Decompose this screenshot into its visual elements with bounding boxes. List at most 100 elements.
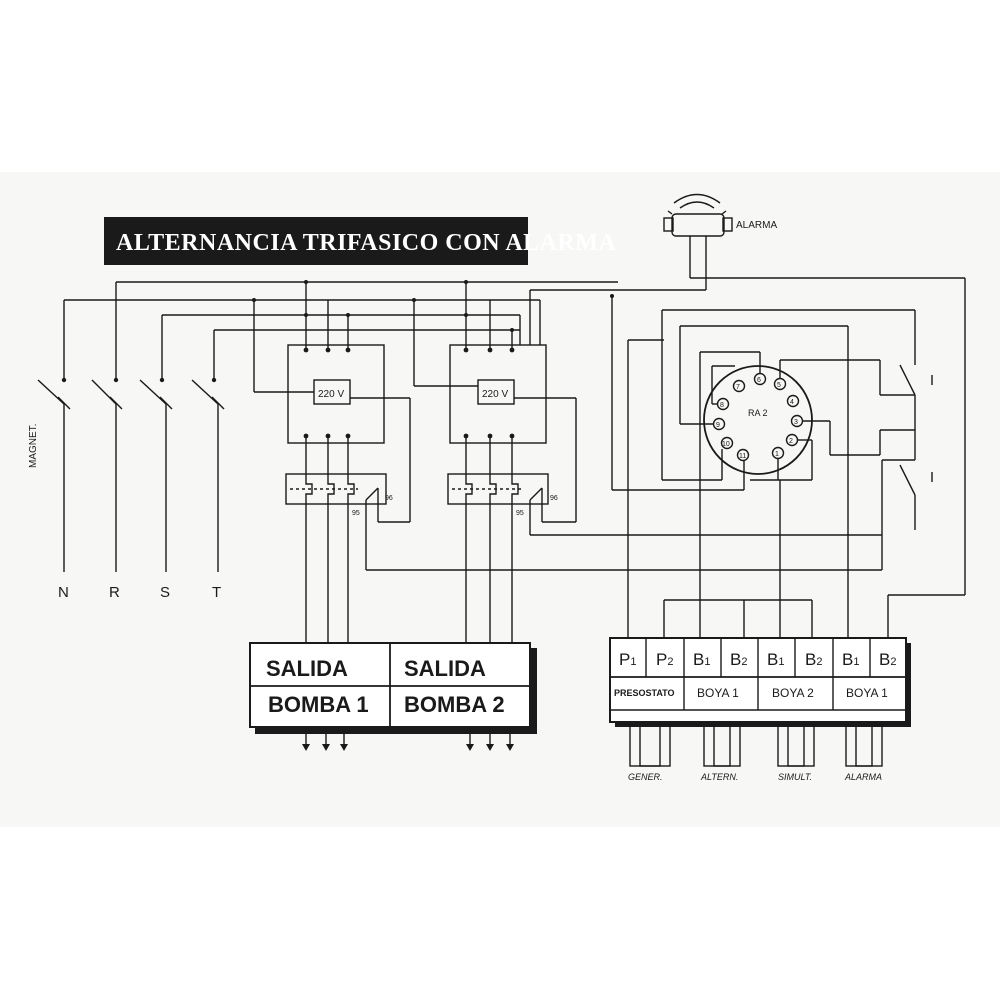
title-banner: ALTERNANCIA TRIFASICO CON ALARMA: [104, 217, 616, 265]
terminal-b2-boya2-main: B: [805, 650, 816, 669]
overload-2-frame: [447, 473, 549, 505]
relay-pin-3: [790, 414, 804, 428]
output-bomba-2: BOMBA 2: [404, 692, 505, 717]
relay-contact-2-blade: [899, 464, 916, 496]
phase-label-t: T: [212, 584, 221, 601]
mode-label-gener: GENER.: [628, 772, 663, 782]
terminal-b1-boya1-sub: 1: [704, 656, 710, 668]
terminal-label-presostato: PRESOSTATO: [614, 688, 675, 698]
c1-dot-2: [325, 347, 331, 353]
overload-2-heater-1: [465, 478, 473, 500]
terminal-b1-boya1: B1: [693, 650, 710, 669]
contactor-2-frame: [449, 344, 547, 444]
terminal-p1: P1: [619, 650, 636, 669]
c1-dot-1: [303, 347, 309, 353]
output-salida-2: SALIDA: [404, 656, 486, 681]
relay-pin-9: [712, 417, 726, 431]
overload-1-heater-3: [347, 478, 355, 500]
contactor-1: 220 V: [253, 282, 411, 522]
terminal-b2-boya1-main: B: [730, 650, 741, 669]
overload-1-label-96: 96: [385, 495, 393, 502]
c2-dot-1: [463, 347, 469, 353]
overload-1-label-95: 95: [352, 510, 360, 517]
relay-pin-2: [785, 433, 799, 447]
overload-1-frame: [285, 473, 387, 505]
mode-slot-simult-inner: [787, 721, 805, 767]
out-arrowhead-5: [486, 744, 494, 751]
terminal-b1-boya2-sub: 1: [778, 656, 784, 668]
terminal-label-boya2: BOYA 2: [772, 686, 814, 700]
terminal-b2-boya2-sub: 2: [816, 656, 822, 668]
mode-selectors: GENER. ALTERN. SIMULT. ALARMA: [628, 721, 883, 782]
out-arrowhead-2: [322, 744, 330, 751]
mode-slot-altern-inner: [713, 721, 731, 767]
overload-2-label-95: 95: [516, 510, 524, 517]
relay-ra2-body: [703, 365, 813, 475]
terminal-p2-main: P: [656, 650, 667, 669]
relay-pin-5: [773, 377, 787, 391]
main-breaker: [37, 282, 225, 572]
relay-pin-8-label: 8: [720, 402, 724, 409]
relay-pin-3-label: 3: [794, 419, 798, 426]
alarm-siren: ALARMA: [663, 193, 777, 278]
terminal-b1-boya2: B1: [767, 650, 784, 669]
node-r: [113, 377, 119, 383]
terminal-label-boya1: BOYA 1: [697, 686, 739, 700]
relay-contact-1-blade: [899, 364, 916, 396]
relay-pin-7: [732, 379, 746, 393]
phase-label-n: N: [58, 584, 69, 601]
node-t: [211, 377, 217, 383]
mode-label-altern: ALTERN.: [700, 772, 738, 782]
siren-right-cap: [722, 217, 733, 232]
siren-wave-3: [667, 210, 727, 215]
terminal-b1-boya1-b-main: B: [842, 650, 853, 669]
terminal-b1-boya1-b-sub: 1: [853, 656, 859, 668]
node-s: [159, 377, 165, 383]
siren-wave-2: [673, 193, 721, 204]
terminal-b2-boya1-b: B2: [879, 650, 896, 669]
overload-1-heater-1: [305, 478, 313, 500]
terminal-p2-sub: 2: [667, 656, 673, 668]
overload-2-label-96: 96: [550, 495, 558, 502]
bus-lines: [64, 277, 966, 595]
terminal-p2: P2: [656, 650, 673, 669]
relay-pin-6-label: 6: [757, 377, 761, 384]
terminal-b1-boya1-b: B1: [842, 650, 859, 669]
mode-slot-altern: [703, 721, 741, 767]
mode-label-alarma: ALARMA: [844, 772, 882, 782]
relay-pin-6: [753, 372, 767, 386]
terminal-label-boya1-b: BOYA 1: [846, 686, 888, 700]
relay-pin-10-label: 10: [722, 441, 730, 448]
terminal-p1-sub: 1: [630, 656, 636, 668]
overload-2-contact: [529, 487, 543, 501]
terminal-b2-boya2: B2: [805, 650, 822, 669]
siren-body: [671, 213, 725, 237]
relay-pin-1: [771, 446, 785, 460]
mode-slot-alarma-inner: [855, 721, 873, 767]
relay-pin-8: [716, 397, 730, 411]
breaker-blade-r: [91, 379, 117, 405]
terminal-b2-boya1-b-main: B: [879, 650, 890, 669]
out-arrowhead-1: [302, 744, 310, 751]
c2-dot-2: [487, 347, 493, 353]
output-bomba-1: BOMBA 1: [268, 692, 369, 717]
contactor-2-coil: [477, 379, 515, 405]
phase-label-r: R: [109, 584, 120, 601]
terminal-b1-boya1-main: B: [693, 650, 704, 669]
c1-dot-3: [345, 347, 351, 353]
out-arrowhead-6: [506, 744, 514, 751]
overload-relay-2: 96 95: [447, 473, 882, 648]
overload-1-heater-2: [327, 478, 335, 500]
breaker-blade-s: [139, 379, 167, 405]
relay-pin-4: [786, 394, 800, 408]
contactor-1-voltage: 220 V: [318, 389, 344, 400]
alarm-label: ALARMA: [736, 220, 777, 231]
breaker-notch-r: [109, 396, 123, 410]
siren-wave-1: [679, 201, 715, 209]
contactor-1-frame: [287, 344, 385, 444]
breaker-blade-t: [191, 379, 219, 405]
breaker-notch-t: [211, 396, 225, 410]
overload-2-heater-2: [489, 478, 497, 500]
